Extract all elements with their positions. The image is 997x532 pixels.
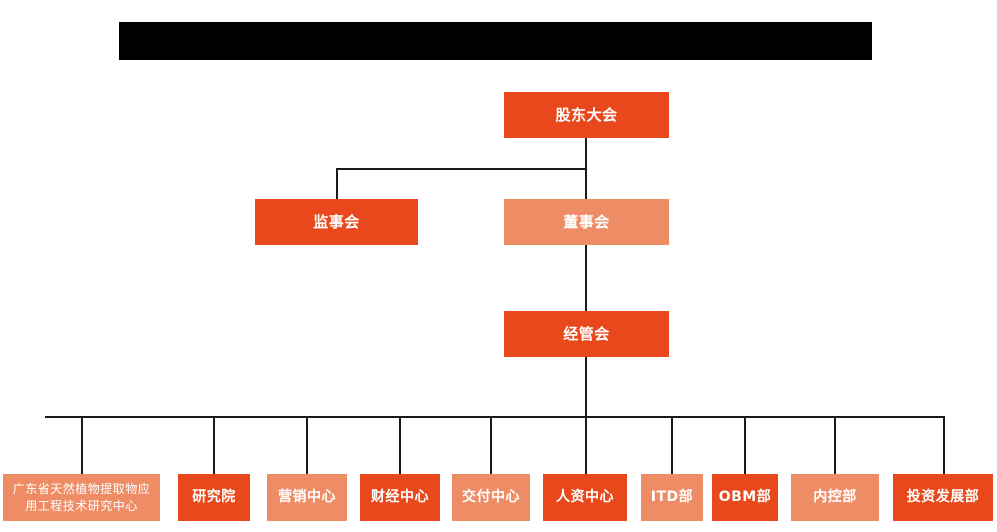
connector-drop-dept-5 <box>585 416 587 474</box>
node-dept-delivery-center-label: 交付中心 <box>462 488 520 505</box>
connector-drop-dept-1 <box>213 416 215 474</box>
redacted-title-bar <box>119 22 872 60</box>
node-dept-hr-center-label: 人资中心 <box>556 488 614 505</box>
node-dept-investment-development[interactable]: 投资发展部 <box>893 474 993 521</box>
connector-drop-dept-3 <box>399 416 401 474</box>
connector-shareholders-stem <box>585 138 587 169</box>
node-dept-institute-label: 研究院 <box>192 488 236 505</box>
connector-drop-dept-4 <box>490 416 492 474</box>
node-dept-obm[interactable]: OBM部 <box>712 474 778 521</box>
node-management-committee[interactable]: 经管会 <box>504 311 669 357</box>
connector-drop-dept-2 <box>306 416 308 474</box>
node-dept-itd-label: ITD部 <box>650 488 694 505</box>
node-shareholders-meeting[interactable]: 股东大会 <box>504 92 669 138</box>
node-dept-marketing-center[interactable]: 营销中心 <box>267 474 347 521</box>
node-dept-marketing-center-label: 营销中心 <box>278 488 336 505</box>
node-management-committee-label: 经管会 <box>563 324 610 343</box>
connector-drop-dept-6 <box>671 416 673 474</box>
connector-drop-dept-9 <box>943 416 945 474</box>
node-dept-institute[interactable]: 研究院 <box>178 474 250 521</box>
node-board-of-supervisors-label: 监事会 <box>313 212 360 231</box>
node-board-of-supervisors[interactable]: 监事会 <box>255 199 418 245</box>
node-dept-research-center-label: 广东省天然植物提取物应用工程技术研究中心 <box>12 482 151 513</box>
node-board-of-directors-label: 董事会 <box>563 212 610 231</box>
connector-drop-dept-7 <box>744 416 746 474</box>
connector-drop-dept-8 <box>834 416 836 474</box>
node-dept-obm-label: OBM部 <box>718 488 772 505</box>
node-dept-hr-center[interactable]: 人资中心 <box>543 474 627 521</box>
node-dept-research-center[interactable]: 广东省天然植物提取物应用工程技术研究中心 <box>3 474 160 521</box>
node-board-of-directors[interactable]: 董事会 <box>504 199 669 245</box>
node-dept-delivery-center[interactable]: 交付中心 <box>452 474 530 521</box>
node-shareholders-meeting-label: 股东大会 <box>555 105 618 124</box>
connector-management-stem <box>585 357 587 417</box>
connector-to-directors <box>585 168 587 199</box>
connector-to-supervisors <box>336 168 338 199</box>
connector-directors-to-management <box>585 245 587 311</box>
connector-drop-dept-0 <box>81 416 83 474</box>
node-dept-internal-control-label: 内控部 <box>813 488 857 505</box>
node-dept-finance-center-label: 财经中心 <box>371 488 429 505</box>
connector-departments-bus <box>45 416 945 418</box>
connector-level2-bus <box>336 168 587 170</box>
node-dept-itd[interactable]: ITD部 <box>641 474 703 521</box>
node-dept-finance-center[interactable]: 财经中心 <box>360 474 440 521</box>
node-dept-investment-development-label: 投资发展部 <box>906 488 980 505</box>
node-dept-internal-control[interactable]: 内控部 <box>791 474 879 521</box>
